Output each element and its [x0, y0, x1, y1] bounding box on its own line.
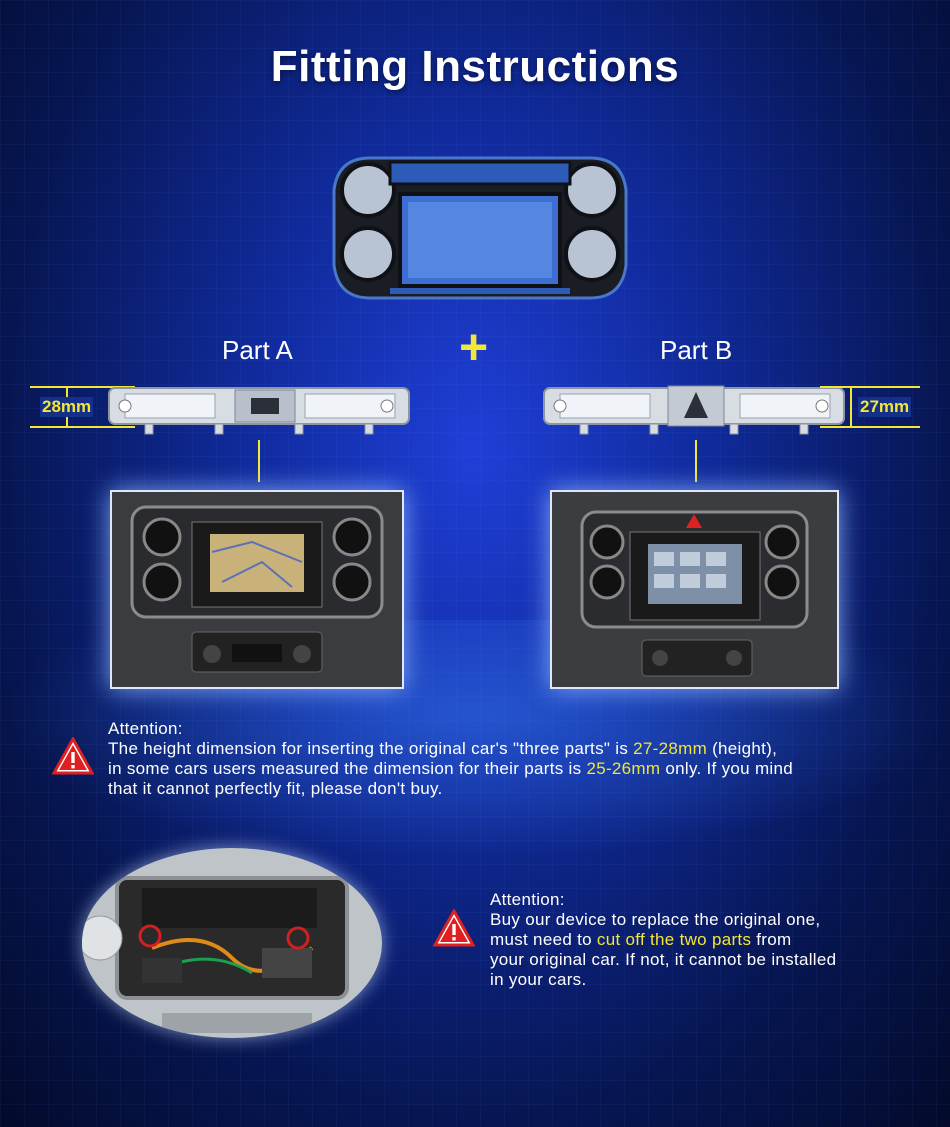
plus-sign: +: [459, 319, 489, 375]
part-a-dimension: 28mm: [40, 397, 94, 417]
attention-1-highlight-2: 25-26mm: [586, 759, 661, 778]
part-b-dim-line-bottom: [820, 426, 920, 428]
part-a-car-photo: [110, 490, 404, 689]
part-b-dim-arrow: [850, 386, 852, 428]
attention-1-line-1-end: (height),: [707, 739, 778, 758]
part-a-label: Part A: [222, 335, 293, 365]
warning-triangle-icon: [433, 909, 475, 947]
attention-1-block: Attention: The height dimension for inse…: [108, 719, 793, 799]
part-b-connector: [695, 440, 697, 482]
page-title: Fitting Instructions: [270, 42, 680, 91]
attention-2-heading: Attention:: [490, 890, 565, 909]
attention-1-line-1-text: The height dimension for inserting the o…: [108, 739, 634, 758]
attention-1-line-2-text: in some cars users measured the dimensio…: [108, 759, 587, 778]
attention-1-highlight-1: 27-28mm: [633, 739, 708, 758]
attention-2-line-4: in your cars.: [490, 970, 587, 989]
attention-2-line-2-text: must need to: [490, 930, 597, 949]
cut-parts-photo: [82, 848, 382, 1038]
part-b-dimension: 27mm: [858, 397, 912, 417]
attention-1-heading: Attention:: [108, 719, 183, 738]
part-a-bracket-image: [108, 387, 410, 435]
attention-1-line-1: The height dimension for inserting the o…: [108, 739, 793, 759]
attention-2-line-1: Buy our device to replace the original o…: [490, 910, 821, 929]
part-a-connector: [258, 440, 260, 482]
part-a-dim-line-top: [30, 386, 135, 388]
part-b-dim-line-top: [820, 386, 920, 388]
attention-2-line-3: your original car. If not, it cannot be …: [490, 950, 837, 969]
attention-1-line-3: that it cannot perfectly fit, please don…: [108, 779, 443, 798]
attention-1-line-2-end: only. If you mind: [660, 759, 793, 778]
part-b-bracket-image: [543, 385, 845, 435]
attention-2-highlight: cut off the two parts: [596, 930, 752, 949]
part-b-car-photo: [550, 490, 839, 689]
part-a-dim-line-bottom: [30, 426, 135, 428]
attention-2-line-2: must need to cut off the two parts from: [490, 930, 836, 950]
attention-2-block: Attention: Buy our device to replace the…: [490, 890, 836, 990]
part-b-label: Part B: [660, 335, 733, 365]
frame-panel-image: [332, 156, 628, 300]
warning-triangle-icon: [52, 737, 94, 775]
attention-2-line-2-end: from: [751, 930, 792, 949]
attention-1-line-2: in some cars users measured the dimensio…: [108, 759, 793, 779]
